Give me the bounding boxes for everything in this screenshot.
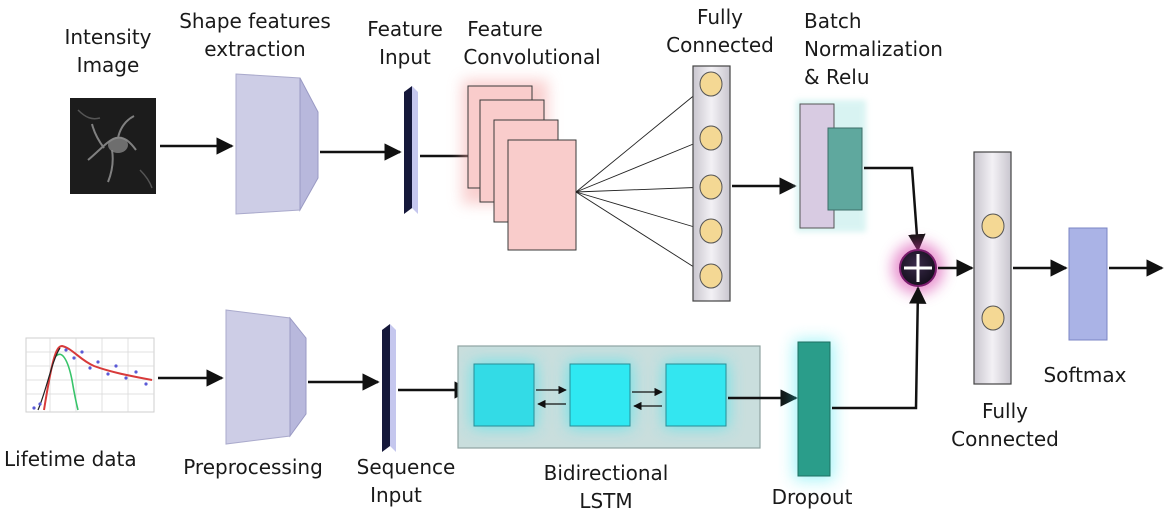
shape-features-label-2: extraction <box>204 37 305 61</box>
fc-top-node <box>699 125 723 151</box>
fc-final-node <box>981 305 1005 331</box>
fc-final-label-1: Fully <box>982 399 1028 423</box>
bilstm-group <box>457 345 761 449</box>
fc-top-node <box>699 218 723 244</box>
fc-top-node <box>699 71 723 97</box>
sequence-input-label-1: Sequence <box>357 455 456 479</box>
feature-input-label-2: Input <box>379 45 431 69</box>
lstm-cell <box>665 363 727 427</box>
fc-top-node <box>699 263 723 289</box>
fc-final-label-2: Connected <box>951 427 1059 451</box>
sequence-input-bar <box>382 324 396 452</box>
arrow-batchnorm-to-merge <box>864 166 926 252</box>
feature-conv-label-1: Feature <box>467 17 543 41</box>
lstm-cell <box>569 363 631 427</box>
preprocessing-label: Preprocessing <box>183 455 323 479</box>
preprocessing-block <box>225 309 307 445</box>
bilstm-label-2: LSTM <box>579 489 632 513</box>
batchnorm-label-3: & Relu <box>804 65 870 89</box>
feature-input-bar <box>404 86 418 214</box>
fc-top-label-2: Connected <box>666 33 774 57</box>
intensity-image-label-2: Image <box>77 53 140 77</box>
fc-final-layer <box>973 151 1012 385</box>
batchnorm-label-2: Normalization <box>804 37 943 61</box>
shape-features-label-1: Shape features <box>179 9 331 33</box>
dropout-block <box>797 341 831 477</box>
batchnorm-label-1: Batch <box>804 9 862 33</box>
arrow-dropout-to-merge <box>832 286 927 410</box>
lifetime-data-label: Lifetime data <box>4 447 137 471</box>
intensity-image <box>70 98 156 194</box>
batchnorm-block <box>796 100 866 232</box>
sequence-input-label-2: Input <box>370 483 422 507</box>
feature-conv-label-2: Convolutional <box>463 45 600 69</box>
fc-top-label-1: Fully <box>697 5 743 29</box>
intensity-image-label-1: Intensity <box>64 25 151 49</box>
fc-final-node <box>981 213 1005 239</box>
bilstm-label-1: Bidirectional <box>544 461 669 485</box>
lstm-cell <box>473 363 535 427</box>
softmax-label: Softmax <box>1043 363 1126 387</box>
shape-features-block <box>235 73 319 215</box>
fully-connected-links <box>575 83 709 277</box>
dropout-label: Dropout <box>772 485 853 509</box>
fc-top-node <box>699 174 723 200</box>
softmax-block <box>1068 227 1108 341</box>
feature-conv-stack <box>462 80 577 251</box>
lifetime-plot <box>25 337 155 413</box>
fc-top-layer <box>692 65 731 302</box>
feature-input-label-1: Feature <box>367 17 443 41</box>
plus-circle-icon <box>892 242 944 294</box>
